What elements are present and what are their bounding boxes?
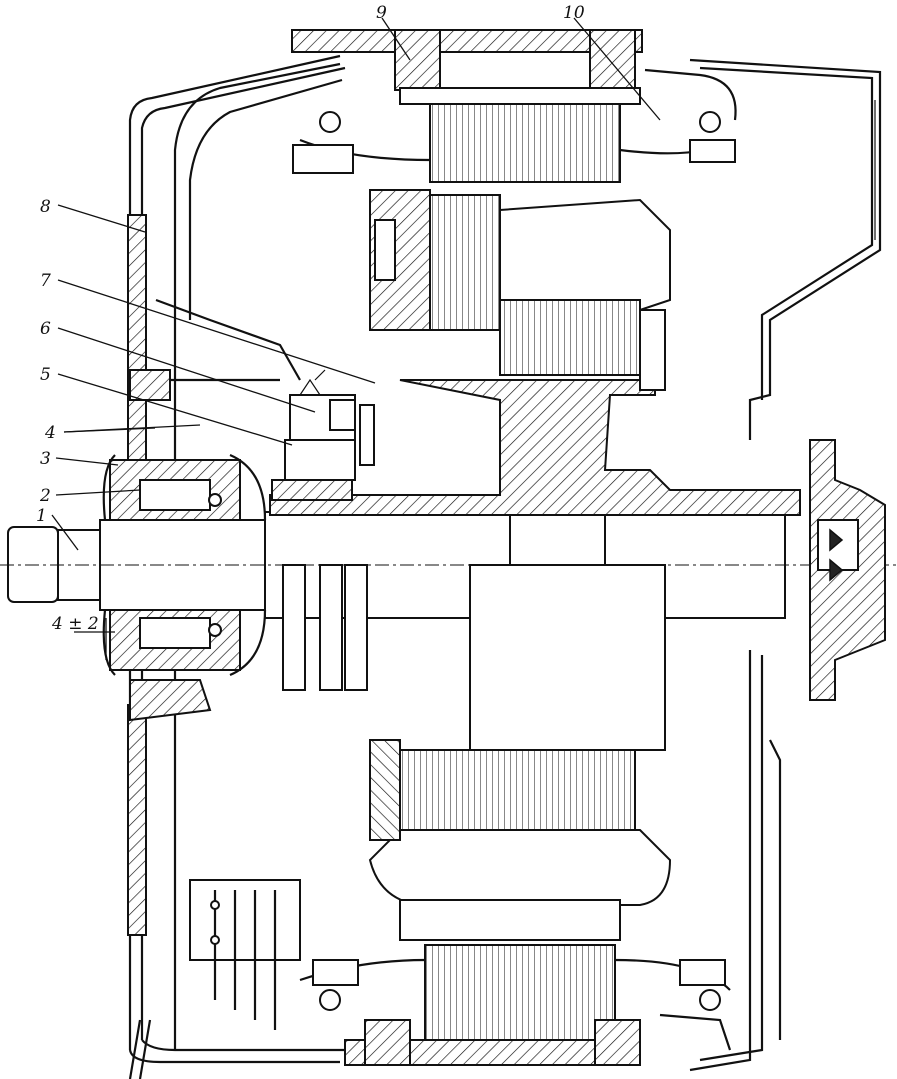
callout-4: 4: [44, 423, 56, 443]
bearing-assembly: [102, 453, 267, 722]
rotor-poles-top: [369, 189, 671, 391]
slip-rings: [271, 439, 368, 691]
leader-lines: [51, 17, 661, 660]
callout-9: 9: [376, 3, 387, 23]
callout-labels: 9 10 8 7 6 5 4 3 2 1 4 ± 2: [36, 3, 585, 634]
terminal-box: [189, 879, 301, 1030]
callout-2: 2: [39, 486, 51, 506]
end-shield: [127, 54, 346, 1079]
dimension-label: 4 ± 2: [51, 614, 99, 634]
rotor-poles-bottom: [368, 739, 672, 941]
callout-7: 7: [40, 271, 51, 291]
callout-6: 6: [40, 319, 51, 339]
callout-3: 3: [40, 449, 51, 469]
callout-10: 10: [563, 3, 585, 23]
callout-5: 5: [40, 365, 51, 385]
callout-1: 1: [36, 506, 47, 526]
stator-bottom: [299, 944, 732, 1066]
rotor-hub: [269, 379, 886, 701]
brush-holder: [289, 369, 375, 466]
callout-8: 8: [40, 197, 51, 217]
rear-cover: [689, 58, 882, 1072]
stator-top: [291, 29, 737, 183]
